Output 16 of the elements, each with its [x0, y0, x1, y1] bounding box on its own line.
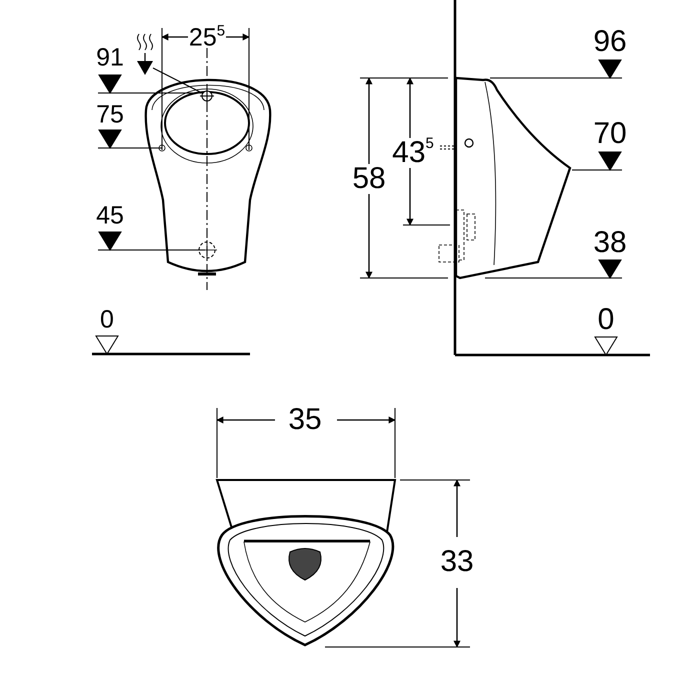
dimension-value: 35	[288, 405, 322, 435]
dimension-value: 91	[96, 46, 124, 70]
dimension-value: 43$^{5}$	[392, 138, 434, 168]
dimension-value: 38	[593, 228, 627, 258]
dimension-value: 75	[96, 102, 124, 128]
dimension-value: 58	[352, 164, 386, 194]
dimension-value: 45	[96, 204, 124, 228]
dimension-value: 70	[593, 119, 627, 149]
water-inlet-symbol	[200, 88, 214, 104]
dimension-value: 0	[100, 308, 114, 332]
dimension-value: 25$^{5}$	[188, 26, 226, 50]
dimension-value: 33	[440, 547, 474, 577]
dimension-value: 0	[598, 305, 614, 335]
dimension-value: 96	[593, 27, 627, 57]
leader-line	[152, 68, 202, 94]
water-supply-icon	[137, 34, 153, 75]
